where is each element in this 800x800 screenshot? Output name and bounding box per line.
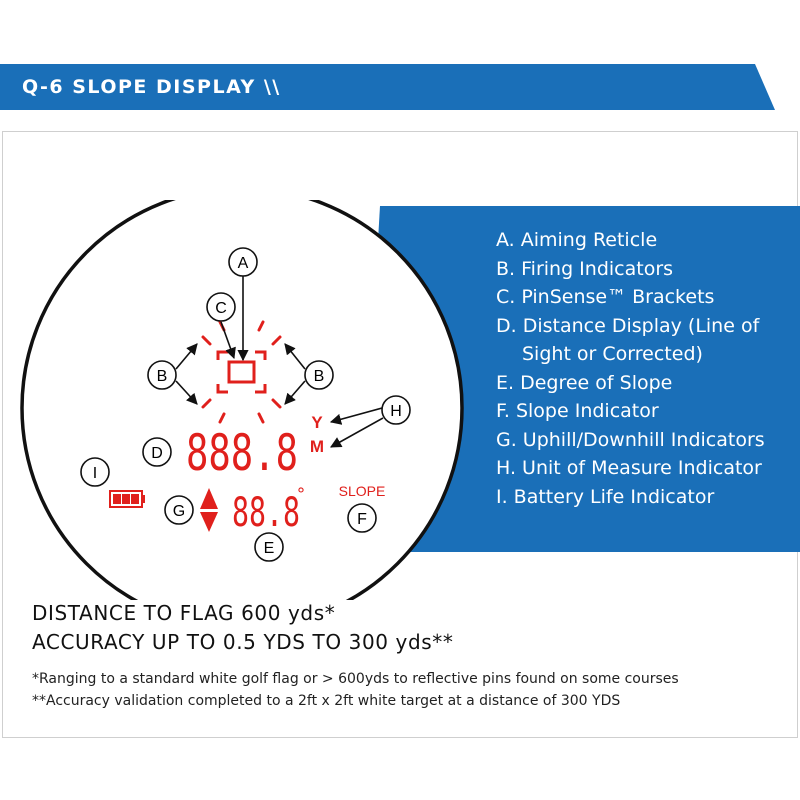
legend-item: A. Aiming Reticle — [496, 229, 658, 251]
callout-markers: A C B B H D I G — [80, 247, 411, 562]
aiming-reticle — [227, 360, 256, 384]
slope-indicator-label: SLOPE — [339, 483, 386, 499]
unit-meters-indicator: M — [310, 437, 324, 456]
callout-b-left-label: B — [157, 368, 168, 385]
legend-item: Sight or Corrected) — [522, 343, 703, 365]
callout-h: H — [381, 395, 411, 425]
callout-f: F — [347, 503, 377, 533]
callout-b-left: B — [147, 360, 177, 390]
rangefinder-display-diagram: 888.8 Y M 88.8 ° SLOPE A C — [20, 200, 464, 600]
legend-list: A. Aiming Reticle B. Firing Indicators C. … — [496, 226, 765, 511]
callout-i-label: I — [93, 465, 97, 482]
header-banner — [0, 64, 775, 110]
legend-item: C. PinSense™ Brackets — [496, 286, 715, 308]
footnote-accuracy: **Accuracy validation completed to a 2ft… — [32, 693, 621, 709]
distance-readout: 888.8 — [186, 424, 298, 482]
callout-d: D — [142, 437, 172, 467]
uphill-downhill-indicators — [200, 488, 218, 532]
callout-i: I — [80, 457, 110, 487]
spec-distance-to-flag: DISTANCE TO FLAG 600 yds* — [32, 601, 336, 625]
callout-c-label: C — [215, 300, 227, 317]
slope-readout: 88.8 — [232, 490, 300, 536]
callout-h-label: H — [390, 403, 402, 420]
callout-b-right-label: B — [314, 368, 325, 385]
callout-f-label: F — [357, 511, 367, 528]
callout-e-label: E — [264, 540, 275, 557]
callout-a-label: A — [238, 255, 249, 272]
legend-item: E. Degree of Slope — [496, 371, 673, 394]
pinsense-brackets — [216, 350, 267, 394]
callout-b-right: B — [304, 360, 334, 390]
callout-g: G — [164, 495, 194, 525]
legend-item: I. Battery Life Indicator — [496, 485, 715, 508]
unit-yards-indicator: Y — [311, 413, 323, 432]
callout-a: A — [228, 247, 258, 277]
content-frame-top — [2, 131, 798, 183]
battery-life-indicator — [109, 490, 145, 508]
footnote-ranging: *Ranging to a standard white golf flag o… — [32, 671, 679, 687]
legend-item: H. Unit of Measure Indicator — [496, 457, 762, 479]
callout-g-label: G — [173, 503, 185, 520]
spec-accuracy: ACCURACY UP TO 0.5 YDS TO 300 yds** — [32, 630, 454, 654]
legend-item: D. Distance Display (Line of — [496, 314, 760, 337]
degree-symbol: ° — [297, 485, 306, 505]
legend-item: B. Firing Indicators — [496, 257, 674, 280]
callout-c: C — [206, 292, 236, 322]
callout-e: E — [254, 532, 284, 562]
legend-item: G. Uphill/Downhill Indicators — [496, 428, 765, 451]
callout-leaders — [175, 276, 384, 448]
legend-item: F. Slope Indicator — [496, 400, 659, 422]
page-title: Q-6 SLOPE DISPLAY \\ — [22, 76, 281, 98]
callout-d-label: D — [151, 445, 163, 462]
